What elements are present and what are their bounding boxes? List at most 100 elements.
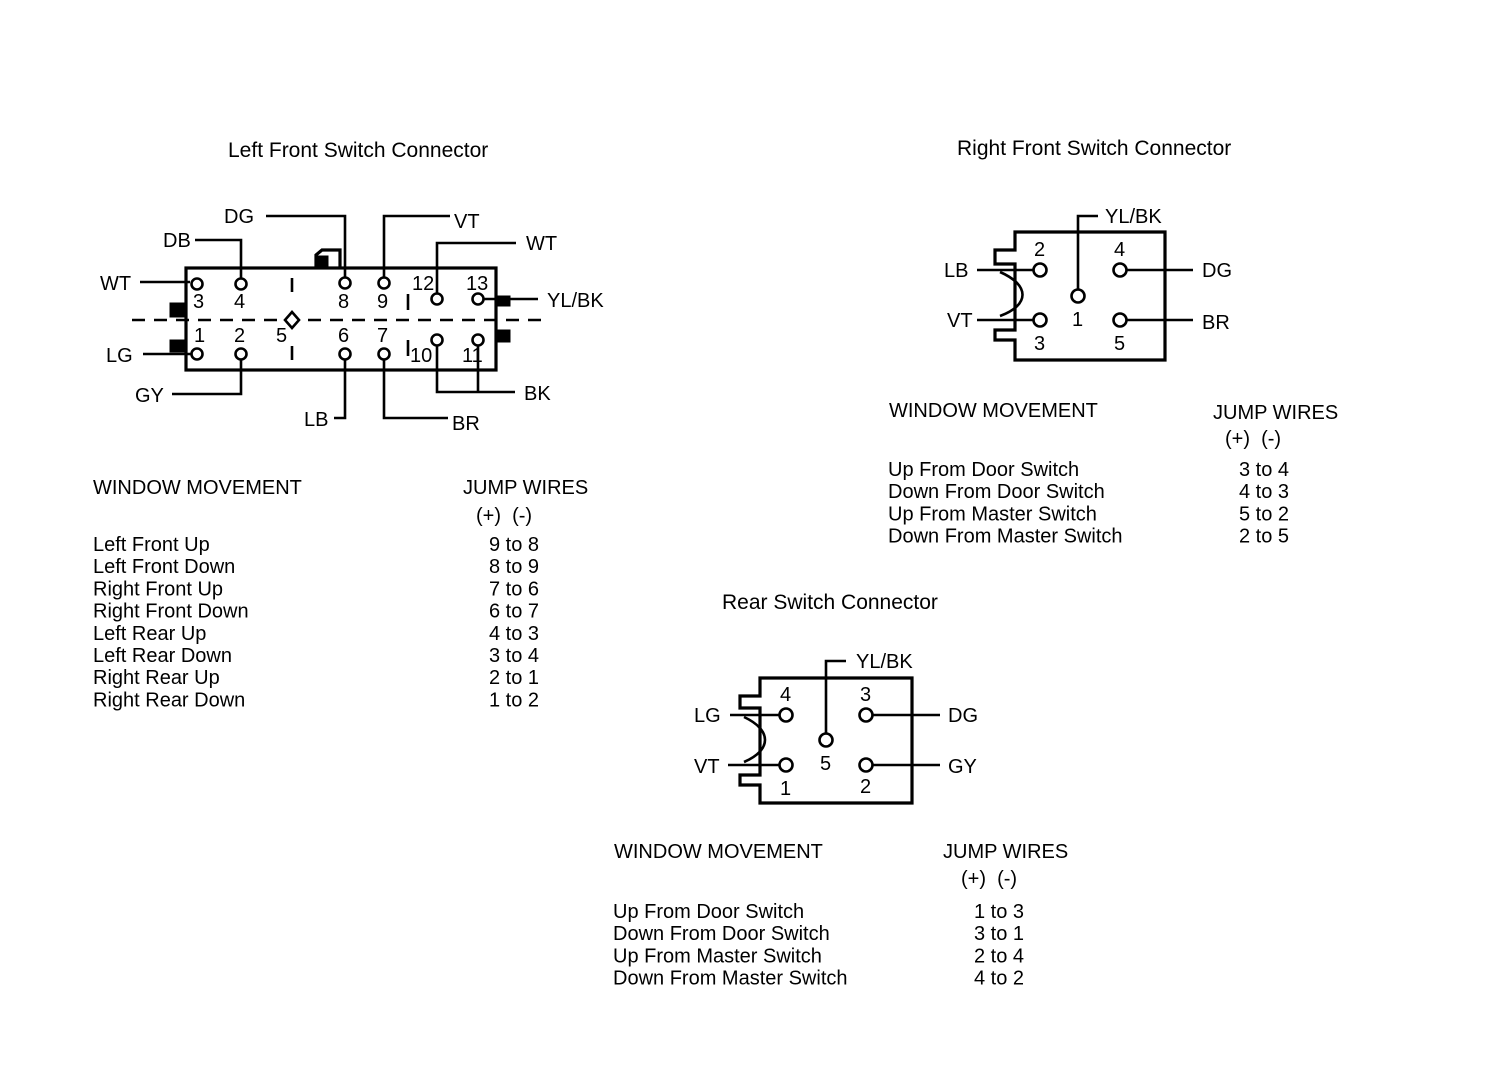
table-header-jump: JUMP WIRES bbox=[943, 841, 1068, 863]
pin-number-5: 5 bbox=[1114, 333, 1125, 355]
table-polarity: (+) (-) bbox=[1225, 428, 1281, 450]
left-front-pin-10 bbox=[430, 333, 444, 347]
table-row-jump: 6 to 7 bbox=[489, 601, 539, 623]
table-row-jump: 2 to 5 bbox=[1239, 526, 1289, 548]
table-row-movement: Left Rear Down bbox=[93, 645, 232, 667]
right-front-pin-3 bbox=[1032, 312, 1048, 328]
left-front-latch-fill bbox=[315, 255, 329, 269]
pin-number-1: 1 bbox=[1072, 309, 1083, 331]
wire-gy bbox=[172, 360, 243, 396]
table-row-movement: Right Front Up bbox=[93, 578, 223, 600]
left-front-pin-13 bbox=[471, 292, 485, 306]
rear-pin-1 bbox=[778, 757, 794, 773]
left-front-pin-2 bbox=[234, 347, 248, 361]
rear-body bbox=[738, 676, 914, 805]
pin-number-5: 5 bbox=[820, 753, 831, 775]
left-front-tab-right-lower bbox=[495, 329, 511, 343]
pin-number-5: 5 bbox=[276, 325, 287, 347]
left-front-tab-left bbox=[169, 302, 185, 318]
left-front-pin-8 bbox=[338, 276, 352, 290]
wire-label-db: DB bbox=[163, 230, 191, 252]
table-header-movement: WINDOW MOVEMENT bbox=[614, 841, 823, 863]
wire-label-dg: DG bbox=[224, 206, 254, 228]
pin-number-6: 6 bbox=[338, 325, 349, 347]
table-header-movement: WINDOW MOVEMENT bbox=[93, 477, 302, 499]
table-row-jump: 2 to 1 bbox=[489, 667, 539, 689]
pin-number-2: 2 bbox=[860, 776, 871, 798]
rear-jumper bbox=[743, 715, 767, 764]
pin-number-3: 3 bbox=[1034, 333, 1045, 355]
table-row-movement: Up From Door Switch bbox=[613, 901, 804, 923]
rear-pin-3 bbox=[858, 707, 874, 723]
wire-label-dg: DG bbox=[948, 705, 978, 727]
wire-label-br: BR bbox=[1202, 312, 1230, 334]
wire-label-yl-bk: YL/BK bbox=[1105, 206, 1162, 228]
table-row-jump: 1 to 2 bbox=[489, 689, 539, 711]
table-row-jump: 9 to 8 bbox=[489, 534, 539, 556]
table-row-movement: Up From Master Switch bbox=[613, 945, 822, 967]
pin-number-9: 9 bbox=[377, 291, 388, 313]
wire-label-br: BR bbox=[452, 413, 480, 435]
table-row-movement: Down From Master Switch bbox=[888, 526, 1123, 548]
table-row-jump: 3 to 4 bbox=[489, 645, 539, 667]
table-row-jump: 8 to 9 bbox=[489, 556, 539, 578]
wire-label-vt: VT bbox=[454, 211, 480, 233]
wire-bk bbox=[435, 346, 515, 394]
wire-label-lb: LB bbox=[944, 260, 968, 282]
right-front-connector: Right Front Switch Connector 2 4 1 3 5 Y… bbox=[944, 137, 1232, 362]
pin-number-12: 12 bbox=[412, 273, 434, 295]
pin-number-3: 3 bbox=[860, 684, 871, 706]
left-front-pin-9 bbox=[377, 276, 391, 290]
pin-number-10: 10 bbox=[410, 345, 432, 367]
pin-number-1: 1 bbox=[194, 325, 205, 347]
pin-number-3: 3 bbox=[193, 291, 204, 313]
wire-dg bbox=[266, 214, 347, 277]
table-row-jump: 4 to 3 bbox=[489, 623, 539, 645]
right-front-pin-1 bbox=[1070, 288, 1086, 304]
wire-label-wt-top: WT bbox=[526, 233, 557, 255]
right-front-body bbox=[993, 230, 1167, 362]
left-front-pin-6 bbox=[338, 347, 352, 361]
left-front-pin-1 bbox=[190, 347, 204, 361]
table-row-movement: Right Front Down bbox=[93, 601, 249, 623]
wire-label-bk: BK bbox=[524, 383, 551, 405]
table-row-movement: Left Front Down bbox=[93, 556, 235, 578]
right-front-pin-5 bbox=[1112, 312, 1128, 328]
left-front-connector: Left Front Switch Connector bbox=[100, 139, 604, 435]
rear-title: Rear Switch Connector bbox=[722, 591, 938, 614]
table-row-movement: Down From Door Switch bbox=[613, 923, 830, 945]
right-front-table: WINDOW MOVEMENT JUMP WIRES (+) (-) Up Fr… bbox=[888, 400, 1338, 548]
wire-label-gy: GY bbox=[948, 756, 977, 778]
right-front-pin-4 bbox=[1112, 262, 1128, 278]
table-row-movement: Up From Master Switch bbox=[888, 503, 1097, 525]
wire-label-lg: LG bbox=[106, 345, 133, 367]
pin-number-2: 2 bbox=[1034, 239, 1045, 261]
table-row-jump: 3 to 4 bbox=[1239, 459, 1289, 481]
pin-number-4: 4 bbox=[780, 684, 791, 706]
pin-number-8: 8 bbox=[338, 291, 349, 313]
left-front-tab-left-lower bbox=[169, 339, 187, 353]
pin-number-13: 13 bbox=[466, 273, 488, 295]
table-header-movement: WINDOW MOVEMENT bbox=[889, 400, 1098, 422]
table-row-jump: 5 to 2 bbox=[1239, 503, 1289, 525]
wire-label-yl-bk: YL/BK bbox=[547, 290, 604, 312]
wire-yl-bk bbox=[824, 659, 846, 733]
table-row-jump: 1 to 3 bbox=[974, 901, 1024, 923]
rear-rows: Up From Door Switch 1 to 3 Down From Door … bbox=[613, 901, 1024, 990]
table-header-jump: JUMP WIRES bbox=[463, 477, 588, 499]
right-front-pin-2 bbox=[1032, 262, 1048, 278]
wire-label-lb: LB bbox=[304, 409, 328, 431]
left-front-pin-7 bbox=[377, 347, 391, 361]
left-front-title: Left Front Switch Connector bbox=[228, 139, 488, 162]
rear-pin-5 bbox=[818, 732, 834, 748]
table-header-jump: JUMP WIRES bbox=[1213, 402, 1338, 424]
pin-number-11: 11 bbox=[462, 345, 483, 367]
wire-vt bbox=[382, 214, 450, 277]
wire-lb bbox=[334, 360, 347, 420]
table-row-jump: 2 to 4 bbox=[974, 945, 1024, 967]
left-front-pin-12 bbox=[430, 292, 444, 306]
right-front-title: Right Front Switch Connector bbox=[957, 137, 1231, 160]
table-row-movement: Down From Master Switch bbox=[613, 968, 848, 990]
pin-number-1: 1 bbox=[780, 778, 791, 800]
